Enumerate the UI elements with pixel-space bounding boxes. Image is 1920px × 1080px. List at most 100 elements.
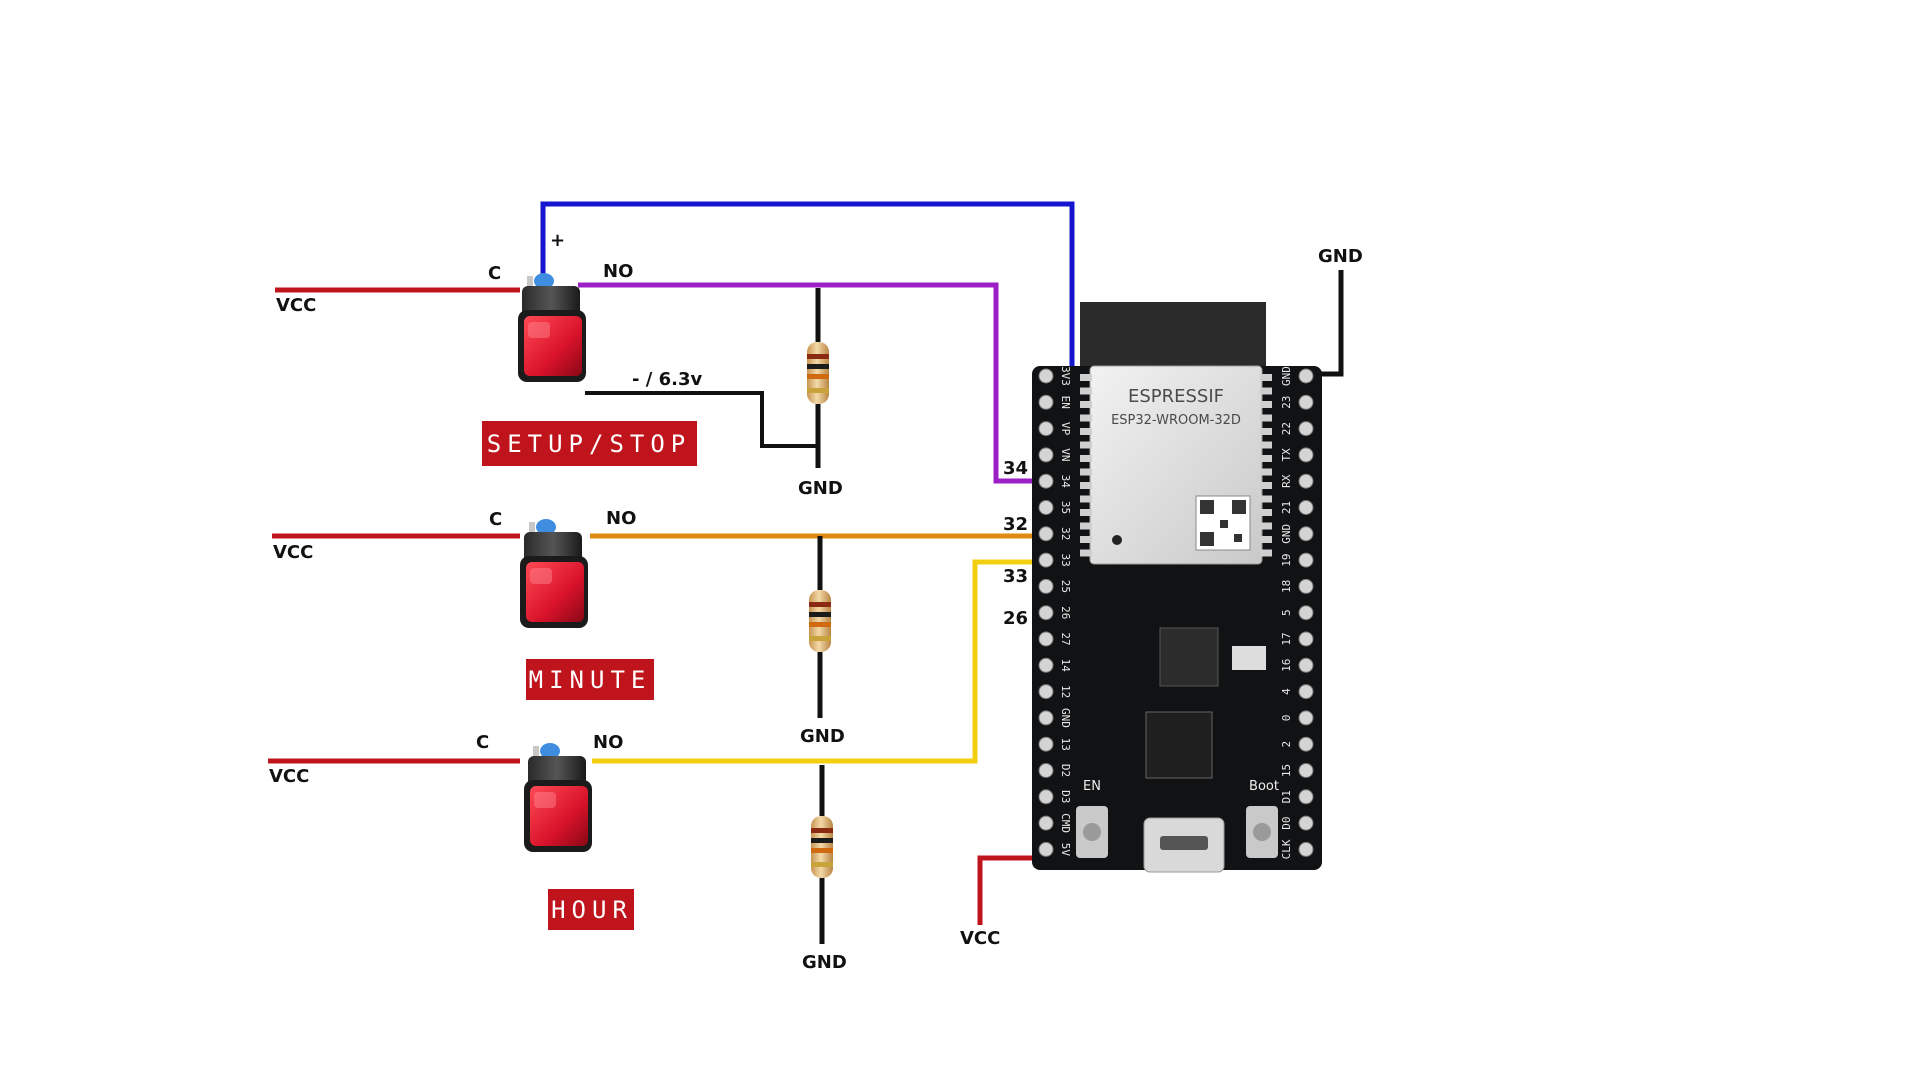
module-pad: [1080, 401, 1092, 408]
header-pin-left: [1038, 447, 1054, 463]
module-pad: [1080, 414, 1092, 422]
module-text: ESP32-WROOM-32D: [1111, 413, 1241, 428]
header-pin-right: [1298, 447, 1314, 463]
header-pin-left: [1038, 394, 1054, 410]
module-pad: [1080, 441, 1092, 449]
pin-label-left: 25: [1059, 580, 1072, 593]
header-pin-left: [1038, 421, 1054, 437]
pin-label-left: D3: [1059, 790, 1072, 803]
gnd-label-hour: GND: [802, 952, 847, 973]
smd-part: [1232, 646, 1266, 670]
module-pad: [1260, 549, 1272, 557]
pin-label-right: 21: [1280, 501, 1293, 514]
pin-label-left: 32: [1059, 527, 1072, 540]
resistor-hour: [811, 816, 833, 878]
pin-label-right: 18: [1280, 580, 1293, 593]
module-pad: [1080, 495, 1092, 503]
module-pad: [1260, 509, 1272, 516]
header-pin-right: [1298, 631, 1314, 647]
pin-label-right: 0: [1280, 715, 1293, 722]
pin-label-left: 5V: [1059, 843, 1072, 857]
c-label-hour: C: [476, 732, 489, 753]
pin-label-left: 13: [1059, 738, 1072, 751]
header-pin-right: [1298, 500, 1314, 515]
pin-label-left: CMD: [1059, 813, 1072, 833]
pin1-dot: [1112, 535, 1122, 545]
setup-stop-label-box: SETUP/STOP: [482, 421, 697, 466]
usb-opening: [1160, 836, 1208, 850]
header-pin-left: [1038, 657, 1054, 673]
module-pads-left: [1080, 374, 1092, 557]
header-pin-right: [1298, 473, 1314, 489]
pin-label-left: 26: [1059, 606, 1072, 619]
brand-text: ESPRESSIF: [1128, 386, 1224, 407]
header-pin-left: [1038, 552, 1054, 568]
pin-label-right: 2: [1280, 741, 1293, 748]
module-pad: [1080, 428, 1092, 435]
header-pin-right: [1298, 736, 1314, 752]
pin-label-right: 15: [1280, 764, 1293, 777]
header-pin-left: [1038, 763, 1054, 778]
module-pad: [1080, 536, 1092, 543]
module-pad: [1260, 441, 1272, 449]
header-pin-left: [1038, 631, 1054, 647]
pin-label-right: 5: [1280, 609, 1293, 616]
module-pad: [1080, 387, 1092, 395]
led-minus-wire: [585, 391, 820, 448]
pin-label-right: 19: [1280, 553, 1293, 566]
hour-label: HOUR: [551, 896, 633, 924]
header-pin-right: [1298, 815, 1314, 831]
module-pad: [1260, 482, 1272, 489]
gnd-label-board: GND: [1318, 246, 1363, 267]
module-pad: [1260, 374, 1272, 381]
header-pin-right: [1298, 368, 1314, 384]
module-pad: [1080, 374, 1092, 381]
gnd-wire-board: [1310, 270, 1344, 377]
vcc-label-setup: VCC: [276, 295, 316, 316]
header-left: [1038, 368, 1054, 857]
header-pin-left: [1038, 368, 1054, 384]
header-pin-left: [1038, 815, 1054, 831]
qr-code: [1195, 495, 1251, 551]
module-pad: [1260, 455, 1272, 462]
header-pin-left: [1038, 684, 1054, 700]
pin-label-right: 16: [1280, 659, 1293, 672]
wires: [268, 201, 1344, 944]
hour-signal-wire: [592, 559, 1040, 764]
setup-stop-label: SETUP/STOP: [487, 430, 692, 458]
setup-push-button: [518, 273, 586, 382]
pin-label-right: 22: [1280, 422, 1293, 435]
header-pin-right: [1298, 789, 1314, 805]
en-button-label: EN: [1083, 779, 1101, 794]
pin-label-left: VN: [1059, 448, 1072, 461]
setup-signal-wire: [578, 282, 1046, 484]
pin-label-right: TX: [1280, 448, 1293, 462]
minute-label: MINUTE: [529, 666, 652, 694]
module-pads-right: [1260, 374, 1272, 557]
pin-label-right: D0: [1280, 816, 1293, 829]
header-pin-right: [1298, 394, 1314, 410]
c-label-setup: C: [488, 263, 501, 284]
pin-label-left: 3V3: [1059, 366, 1072, 386]
header-pin-right: [1298, 763, 1314, 778]
boot-button-cap: [1253, 823, 1271, 841]
header-pin-right: [1298, 552, 1314, 568]
gnd-label-setup: GND: [798, 478, 843, 499]
header-pin-right: [1298, 578, 1314, 594]
pin-label-right: D1: [1280, 790, 1293, 803]
vcc-label-hour: VCC: [269, 766, 309, 787]
module-pad: [1080, 509, 1092, 516]
header-pin-left: [1038, 605, 1054, 621]
module-pad: [1260, 468, 1272, 476]
header-pin-left: [1038, 473, 1054, 489]
module-pad: [1260, 495, 1272, 503]
pin-label-left: EN: [1059, 396, 1072, 409]
pin-label-left: 14: [1059, 659, 1072, 673]
pin-label-left: D2: [1059, 764, 1072, 777]
pin-label-right: 17: [1280, 632, 1293, 645]
boot-button-label: Boot: [1249, 779, 1279, 794]
no-label-minute: NO: [606, 508, 636, 529]
hour-label-box: HOUR: [548, 889, 634, 930]
